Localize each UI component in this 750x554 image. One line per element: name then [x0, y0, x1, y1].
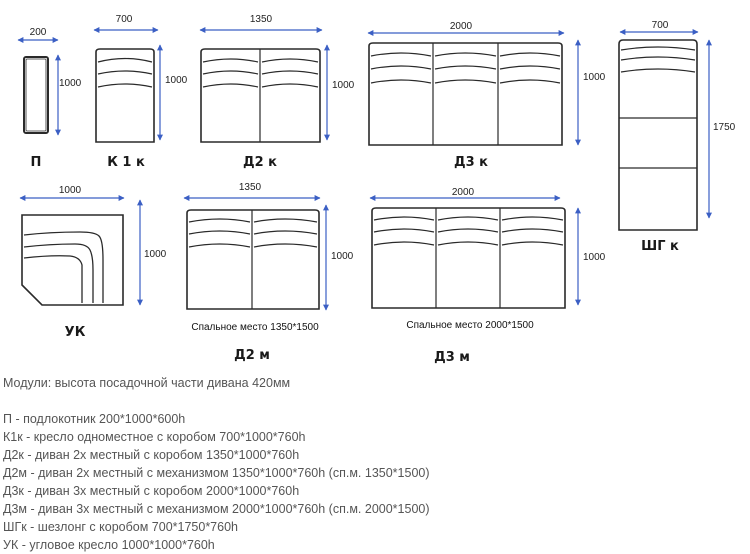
uk-width: 1000 [59, 185, 82, 196]
module-shgk: 700 1750 ШГ к [618, 20, 736, 254]
d2k-width: 1350 [250, 14, 273, 25]
uk-height: 1000 [144, 249, 167, 260]
d2m-label: Д2 м [234, 348, 270, 363]
d3k-height: 1000 [583, 72, 606, 83]
spec-line: К1к - кресло одноместное с коробом 700*1… [3, 430, 306, 444]
k1k-width: 700 [116, 14, 133, 25]
spec-line: Д3к - диван 3х местный с коробом 2000*10… [3, 484, 300, 498]
k1k-label: К 1 к [107, 155, 145, 170]
d3m-label: Д3 м [434, 350, 470, 365]
k1k-height: 1000 [165, 75, 188, 86]
d3m-height: 1000 [583, 252, 606, 263]
p-width: 200 [30, 27, 47, 38]
module-d2k: 1350 1000 Д2 к [199, 14, 355, 170]
module-k1k: 700 1000 К 1 к [93, 14, 188, 170]
d2m-width: 1350 [239, 182, 262, 193]
module-d3m: 2000 1000 Спальное место 2000*1500 Д3 м [369, 187, 606, 365]
d3m-width: 2000 [452, 187, 475, 198]
p-height: 1000 [59, 78, 82, 89]
d3k-label: Д3 к [454, 155, 488, 170]
module-uk: 1000 1000 УК [19, 185, 167, 340]
d2k-height: 1000 [332, 80, 355, 91]
spec-line: УК - угловое кресло 1000*1000*760h [3, 538, 215, 552]
d2m-caption: Спальное место 1350*1500 [191, 322, 319, 333]
module-d2m: 1350 1000 Спальное место 1350*1500 Д2 м [183, 182, 354, 363]
intro-text: Модули: высота посадочной части дивана 4… [3, 376, 291, 390]
description-block: Модули: высота посадочной части дивана 4… [3, 374, 743, 554]
shgk-label: ШГ к [641, 239, 679, 254]
module-d3k: 2000 1000 Д3 к [367, 21, 606, 170]
module-p: 200 1000 П [17, 27, 82, 170]
spec-line: П - подлокотник 200*1000*600h [3, 412, 186, 426]
spec-line: Д3м - диван 3х местный с механизмом 2000… [3, 502, 430, 516]
shgk-width: 700 [652, 20, 669, 31]
spec-line: Д2к - диван 2х местный с коробом 1350*10… [3, 448, 300, 462]
uk-label: УК [65, 325, 86, 340]
modules-diagram: 200 1000 П 700 1000 К 1 к 1350 1000 Д2 к… [17, 14, 736, 365]
d2k-label: Д2 к [243, 155, 277, 170]
d3k-width: 2000 [450, 21, 473, 32]
shgk-height: 1750 [713, 122, 736, 133]
spec-line: ШГк - шезлонг с коробом 700*1750*760h [3, 520, 238, 534]
spec-line: Д2м - диван 2х местный с механизмом 1350… [3, 466, 430, 480]
d3m-caption: Спальное место 2000*1500 [406, 320, 534, 331]
p-label: П [31, 155, 42, 170]
d2m-height: 1000 [331, 251, 354, 262]
